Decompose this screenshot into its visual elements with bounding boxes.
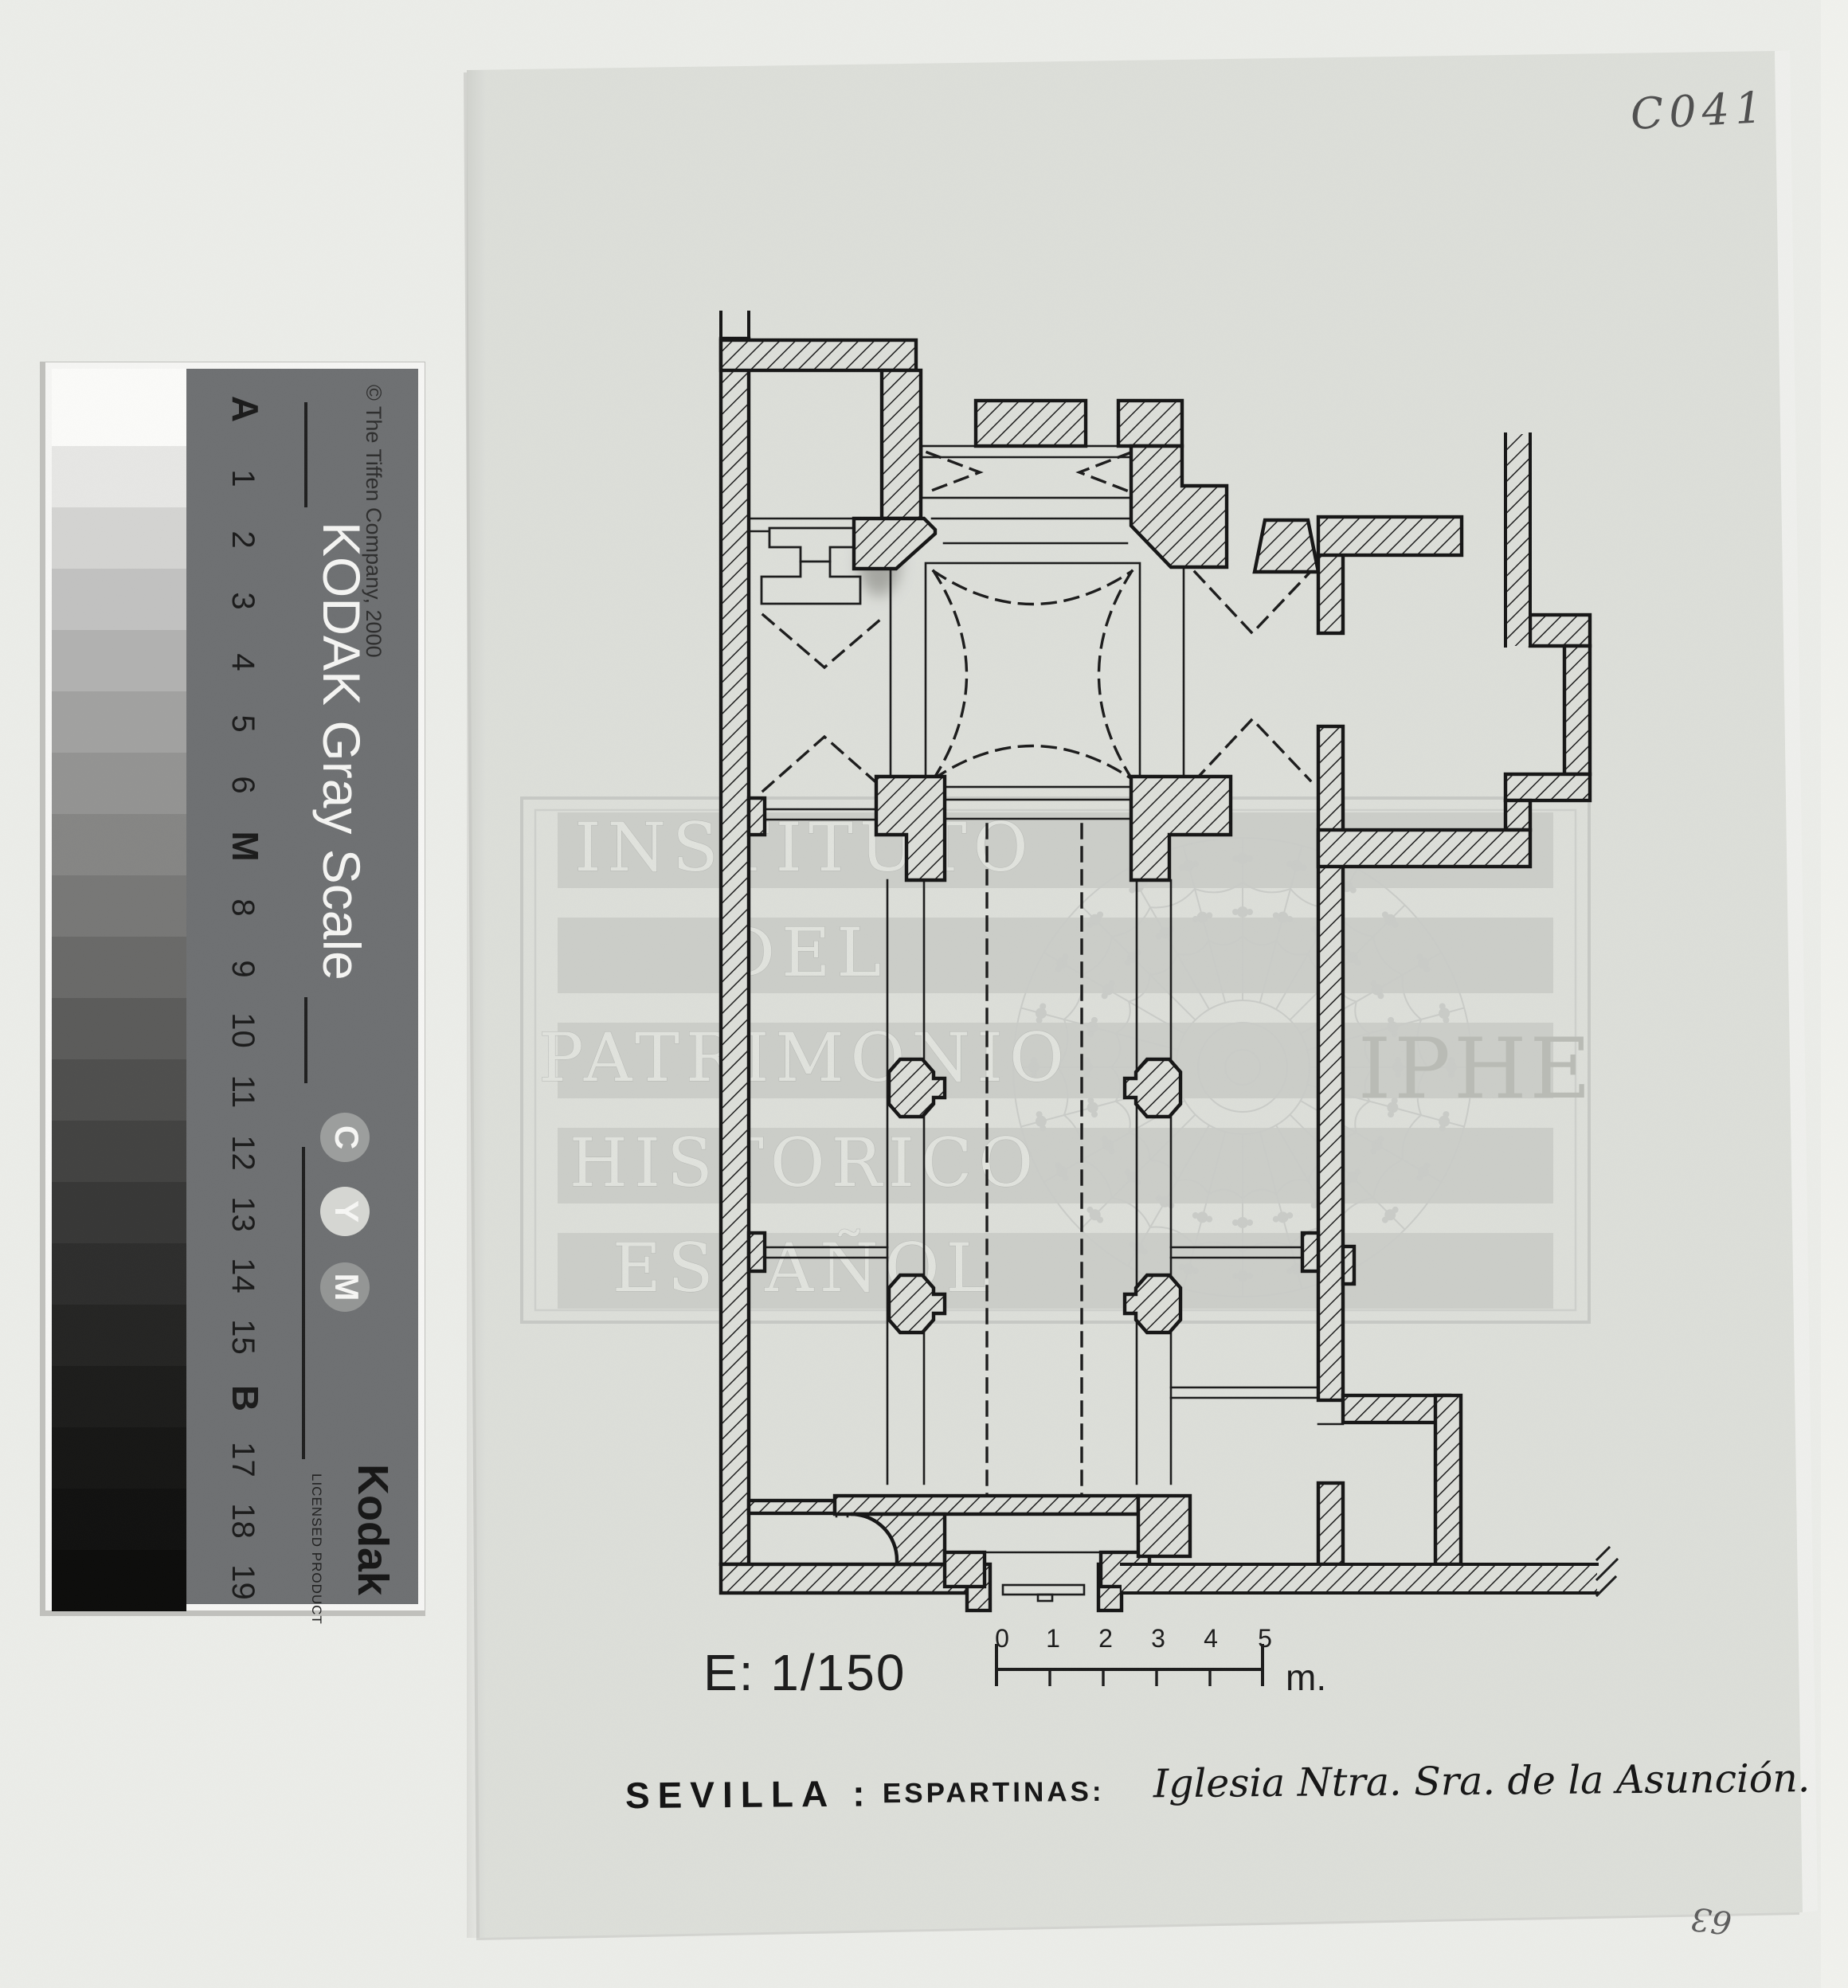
paper-grain [0, 0, 1848, 1988]
